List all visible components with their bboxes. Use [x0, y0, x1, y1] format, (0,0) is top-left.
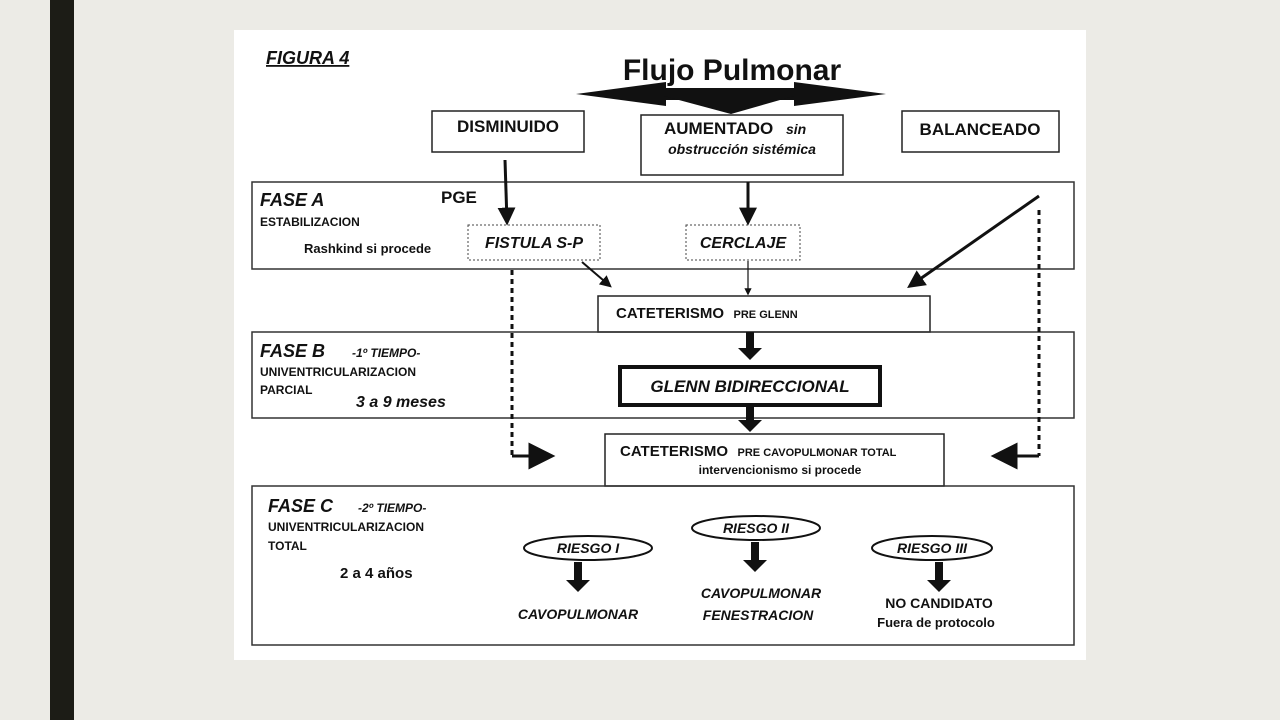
outcome-2-line1: CAVOPULMONAR [701, 585, 822, 601]
cateterismo-cavo-bold: CATETERISMO [620, 443, 728, 460]
cateterismo-cavo-label: CATETERISMO PRE CAVOPULMONAR TOTAL [620, 443, 897, 460]
phase-a-note: Rashkind si procede [304, 241, 431, 256]
outcome-2-line2: FENESTRACION [703, 607, 814, 623]
cateterismo-cavo-small: PRE CAVOPULMONAR TOTAL [738, 447, 897, 459]
glenn-label: GLENN BIDIRECCIONAL [650, 377, 849, 396]
outcome-1-label: CAVOPULMONAR [518, 606, 639, 622]
phase-c-panel [251, 485, 1075, 646]
arrow-cateterismo-glenn [738, 332, 762, 360]
down-arrow-shape [664, 96, 794, 114]
riesgo-2-label: RIESGO II [723, 520, 790, 536]
riesgo-3-ellipse [871, 535, 993, 561]
riesgo-1-ellipse [523, 535, 653, 561]
disminuido-label: DISMINUIDO [457, 117, 559, 136]
arrow-disminuido-fistula [497, 159, 516, 226]
aumentado-subtitle: obstrucción sistémica [668, 141, 816, 157]
outcome-3-line1: NO CANDIDATO [885, 595, 993, 611]
cerclaje-label: CERCLAJE [700, 235, 788, 252]
phase-a-panel [251, 181, 1075, 270]
aumentado-label: AUMENTADO [664, 119, 773, 138]
riesgo-3-label: RIESGO III [897, 540, 968, 556]
figure-label: FIGURA 4 [266, 48, 349, 68]
flowchart-figure: FIGURA 4 Flujo Pulmonar DISMINUIDO AUMEN… [234, 30, 1086, 660]
phase-b-line2: UNIVENTRICULARIZACION [260, 365, 416, 379]
fistula-label: FISTULA S-P [485, 235, 583, 252]
balanceado-label: BALANCEADO [920, 120, 1041, 139]
cateterismo-glenn-bold: CATETERISMO [616, 305, 724, 322]
phase-c-line3: TOTAL [268, 539, 307, 553]
balanceado-box [901, 110, 1060, 153]
phase-a-title: FASE A [260, 190, 324, 210]
cateterismo-glenn-small: PRE GLENN [734, 309, 798, 321]
phase-c-title: FASE C [268, 496, 334, 516]
phase-a-subtitle: ESTABILIZACION [260, 215, 360, 229]
phase-b-panel [251, 331, 1075, 419]
phase-a-pge: PGE [441, 188, 477, 207]
arrow-riesgo-1 [566, 562, 590, 592]
aumentado-box [640, 114, 844, 176]
phase-c-line2: UNIVENTRICULARIZACION [268, 520, 424, 534]
phase-b-duration: 3 a 9 meses [356, 394, 446, 411]
phase-b-tiempo: -1º TIEMPO- [352, 346, 420, 360]
disminuido-box [431, 110, 585, 153]
cateterismo-cavo-note: intervencionismo si procede [699, 463, 862, 477]
phase-c-tiempo: -2º TIEMPO- [358, 501, 426, 515]
riesgo-2-ellipse [691, 515, 821, 541]
phase-c-duration: 2 a 4 años [340, 565, 413, 582]
flowchart-diagram: FIGURA 4 Flujo Pulmonar DISMINUIDO AUMEN… [251, 48, 1075, 646]
arrow-riesgo-2 [743, 542, 767, 572]
aumentado-sin-label: sin [786, 121, 806, 137]
arrow-riesgo-3 [927, 562, 951, 592]
outcome-3-line2: Fuera de protocolo [877, 615, 995, 630]
left-accent-bar [50, 0, 74, 720]
phase-b-title: FASE B [260, 341, 325, 361]
double-arrow-shape [576, 82, 886, 106]
diagram-title: Flujo Pulmonar [623, 54, 842, 87]
cateterismo-glenn-label: CATETERISMO PRE GLENN [616, 305, 798, 322]
cateterismo-cavo-box [604, 433, 945, 487]
phase-b-line3: PARCIAL [260, 383, 312, 397]
fistula-box [467, 224, 601, 261]
arrow-balanceado-cateterismo [907, 194, 1040, 289]
arrow-fistula-cateterismo [581, 261, 612, 288]
arrow-glenn-cateterismo [738, 407, 762, 432]
riesgo-1-label: RIESGO I [557, 540, 620, 556]
glenn-box [618, 365, 882, 407]
